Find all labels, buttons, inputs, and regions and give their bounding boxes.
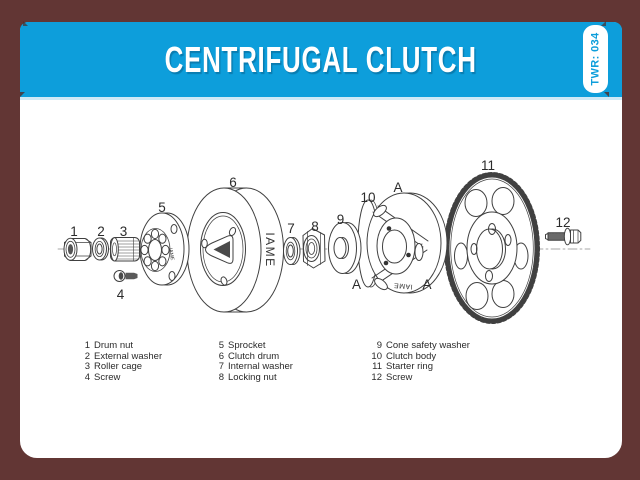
- part-label-3: 3: [120, 224, 128, 239]
- legend-item-number: 7: [218, 361, 224, 373]
- part-label-2: 2: [97, 224, 105, 239]
- legend-item-number: 12: [371, 372, 382, 384]
- legend-item-name: Locking nut: [228, 372, 277, 384]
- part-label-1: 1: [70, 224, 78, 239]
- part-11-starter-ring: [444, 172, 540, 324]
- ribbon-corner-notch: [604, 92, 609, 97]
- legend-item-name: Roller cage: [94, 361, 143, 373]
- part-label-11: 11: [481, 158, 495, 173]
- part-9-cone-safety-washer: [328, 222, 362, 274]
- legend-item: 2 External washer: [72, 350, 163, 363]
- twr-badge: TWR: 034: [583, 25, 608, 93]
- legend-item-name: Cone safety washer: [386, 340, 470, 351]
- legend-item: 5 Sprocket: [206, 340, 293, 352]
- part-3-roller-cage: [110, 237, 140, 262]
- brand-mark: IAME: [263, 232, 277, 267]
- part-10-clutch-body: IAME: [357, 192, 448, 294]
- part-6-clutch-drum: IAME: [186, 187, 284, 313]
- title-wrap: CENTRIFUGAL CLUTCH: [20, 22, 622, 97]
- part-12-screw: [545, 227, 582, 246]
- brand-mark: IAME: [167, 248, 175, 262]
- legend-item-number: 9: [376, 340, 382, 351]
- legend-item-name: Drum nut: [94, 340, 134, 351]
- legend-item-name: Internal washer: [228, 361, 293, 373]
- legend-item: 7 Internal washer: [206, 362, 293, 373]
- legend-item-number: 3: [84, 361, 90, 373]
- legend-item-name: Starter ring: [386, 361, 433, 373]
- legend-item-name: External washer: [94, 350, 163, 362]
- legend-item-number: 5: [218, 340, 224, 351]
- part-label-8: 8: [311, 219, 319, 234]
- legend-item-name: Screw: [94, 372, 121, 384]
- legend-item-number: 1: [84, 340, 90, 351]
- part-label-4: 4: [117, 287, 125, 302]
- legend-item-number: 2: [84, 350, 90, 362]
- part-label-6: 6: [229, 175, 237, 190]
- ribbon-underline: [20, 97, 622, 100]
- part-label-10: 10: [360, 190, 375, 205]
- legend-item-name: Clutch drum: [228, 350, 280, 362]
- part-8-locking-nut: [302, 228, 326, 269]
- legend-item: 11 Starter ring: [364, 362, 470, 373]
- part-5-sprocket: IAME: [139, 212, 190, 286]
- part-4-screw: [113, 270, 138, 282]
- legend-item-number: 10: [371, 350, 382, 362]
- part-label-7: 7: [287, 221, 295, 236]
- legend-item-number: 4: [84, 372, 90, 384]
- legend-item-name: Screw: [386, 372, 413, 384]
- legend-item: 6 Clutch drum: [206, 350, 293, 363]
- part-label-9: 9: [337, 212, 345, 227]
- legend-item: 12 Screw: [364, 372, 470, 384]
- legend-item-name: Clutch body: [386, 350, 437, 362]
- legend-column-3: 9 Cone safety washer 10 Clutch body 11 Starte…: [364, 340, 470, 384]
- legend-item: 8 Locking nut: [206, 372, 293, 384]
- page-title: CENTRIFUGAL CLUTCH: [165, 38, 477, 80]
- ribbon-corner-notch: [20, 92, 25, 97]
- part-2-external-washer: [92, 237, 109, 261]
- legend-item: 1 Drum nut: [72, 340, 162, 352]
- legend-item-number: 6: [218, 350, 224, 362]
- part-1-drum-nut: [63, 237, 92, 261]
- legend-item: 3 Roller cage: [72, 362, 162, 373]
- legend-item: 10 Clutch body: [364, 350, 470, 363]
- legend-item: 4 Screw: [72, 372, 162, 384]
- header-ribbon: CENTRIFUGAL CLUTCH TWR: 034: [20, 21, 622, 97]
- legend-item-number: 11: [372, 361, 382, 373]
- part-label-A: A: [393, 180, 402, 195]
- legend-item: 9 Cone safety washer: [364, 340, 470, 352]
- legend-column-2: 5 Sprocket 6 Clutch drum 7 Internal washer 8 Lo…: [206, 340, 293, 384]
- part-label-5: 5: [158, 200, 166, 215]
- part-7-internal-washer: [283, 237, 301, 265]
- legend-item-number: 8: [218, 372, 224, 384]
- part-label-12: 12: [555, 215, 570, 230]
- part-label-A: A: [422, 277, 431, 292]
- legend-column-1: 1 Drum nut 2 External washer 3 Roller cage 4 Sc…: [72, 340, 163, 384]
- legend-item-name: Sprocket: [228, 340, 266, 351]
- part-label-A: A: [352, 277, 361, 292]
- brand-mark: IAME: [393, 281, 413, 290]
